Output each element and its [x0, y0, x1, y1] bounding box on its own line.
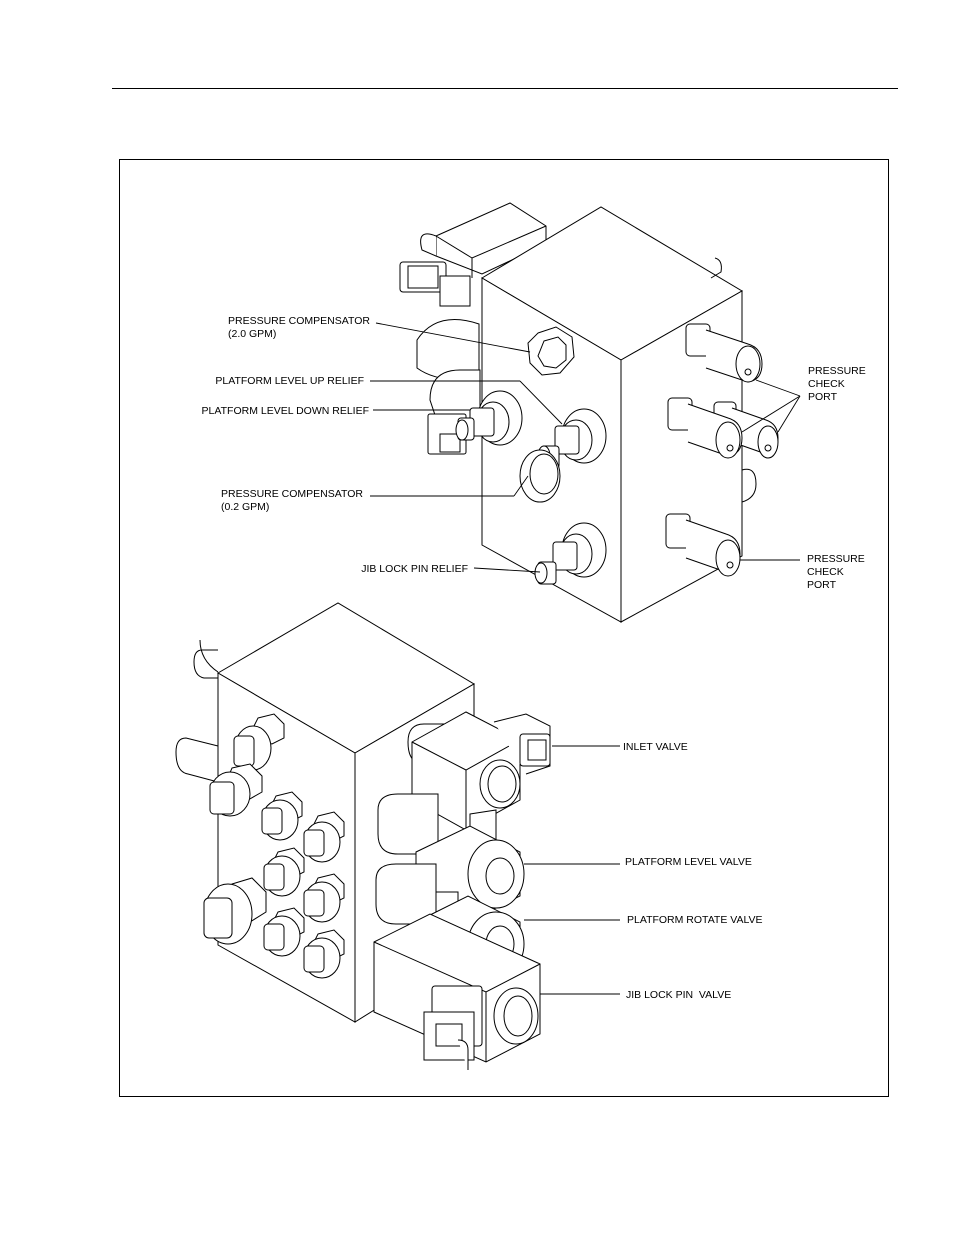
label-pressure-check-port-lower-line2: CHECK	[807, 566, 844, 578]
label-pressure-compensator-2gpm-line1: PRESSURE COMPENSATOR	[228, 315, 370, 327]
label-pressure-check-port-upper-line2: CHECK	[808, 378, 845, 390]
label-pressure-compensator-2gpm-line2: (2.0 GPM)	[228, 328, 276, 340]
label-inlet-valve: INLET VALVE	[623, 741, 688, 753]
label-platform-level-up-relief: PLATFORM LEVEL UP RELIEF	[215, 375, 364, 387]
label-pressure-check-port-upper-line3: PORT	[808, 391, 838, 403]
label-pressure-compensator-02gpm-line2: (0.2 GPM)	[221, 501, 269, 513]
label-pressure-compensator-02gpm-line1: PRESSURE COMPENSATOR	[221, 488, 363, 500]
label-platform-rotate-valve: PLATFORM ROTATE VALVE	[627, 914, 763, 926]
label-jib-lock-pin-relief: JIB LOCK PIN RELIEF	[361, 563, 468, 575]
label-jib-lock-pin-valve: JIB LOCK PIN VALVE	[626, 989, 731, 1001]
label-pressure-check-port-lower-line1: PRESSURE	[807, 553, 865, 565]
label-pressure-check-port-lower-line3: PORT	[807, 579, 837, 591]
pressure-compensator-02gpm	[520, 450, 560, 502]
upper-manifold	[400, 203, 778, 622]
label-platform-level-down-relief: PLATFORM LEVEL DOWN RELIEF	[202, 405, 369, 417]
lower-manifold	[176, 603, 550, 1070]
label-platform-level-valve: PLATFORM LEVEL VALVE	[625, 856, 752, 868]
label-pressure-check-port-upper-line1: PRESSURE	[808, 365, 866, 377]
